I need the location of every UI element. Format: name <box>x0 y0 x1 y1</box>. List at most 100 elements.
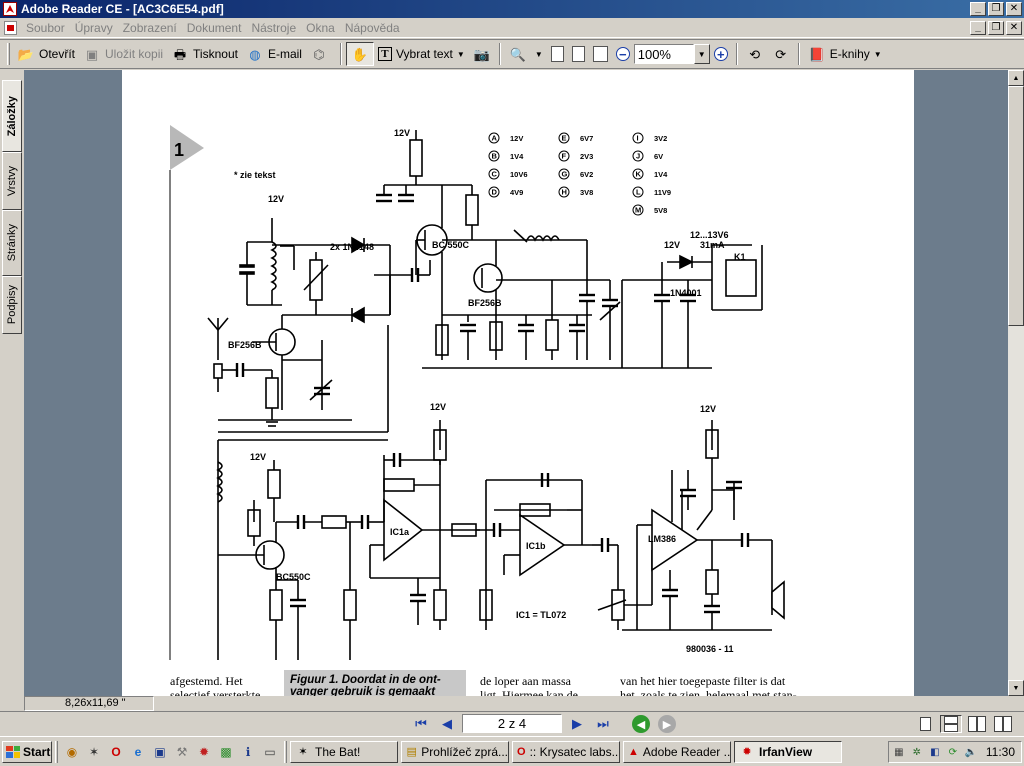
zoom-input[interactable]: 100% <box>633 44 694 64</box>
print-button[interactable]: 🖶 Tisknout <box>167 42 242 66</box>
close-button[interactable]: ✕ <box>1006 2 1022 16</box>
menu-napoveda[interactable]: Nápověda <box>344 20 400 35</box>
task-irfanview[interactable]: ✹ IrfanView <box>734 740 842 763</box>
chevron-down-icon: ▼ <box>697 49 706 59</box>
clock[interactable]: 11:30 <box>985 745 1015 759</box>
menu-soubor[interactable]: Soubor <box>26 20 65 35</box>
tab-layers[interactable]: Vrstvy <box>2 152 22 210</box>
toolbar-grip[interactable] <box>7 43 10 65</box>
tab-pages[interactable]: Stránky <box>2 210 22 276</box>
forward-arrow-icon: ▶ <box>662 718 672 731</box>
toolbar-separator <box>498 43 501 65</box>
legend-value: 6V2 <box>580 170 593 179</box>
rotate-left-button[interactable]: ⟲ <box>742 42 768 66</box>
email-button[interactable]: ◍ E-mail <box>242 42 306 66</box>
continuous-view-button[interactable] <box>940 715 962 733</box>
task-the-bat[interactable]: ✶ The Bat! <box>290 740 398 763</box>
task-opera[interactable]: O :: Krysatec labs... <box>512 740 620 763</box>
quicklaunch-burst-icon[interactable]: ✹ <box>198 744 210 759</box>
minimize-button[interactable]: _ <box>970 2 986 16</box>
last-page-button[interactable]: ⏭ <box>592 715 614 733</box>
go-back-button[interactable]: ◀ <box>632 715 650 733</box>
legend-letter: G <box>562 170 568 179</box>
first-page-icon: ⏮ <box>415 716 427 731</box>
scroll-up-button[interactable]: ▲ <box>1008 70 1024 86</box>
scroll-down-button[interactable]: ▼ <box>1008 680 1024 696</box>
doc-restore-button[interactable]: ❐ <box>988 21 1004 35</box>
open-button[interactable]: 📂 Otevřít <box>17 46 76 62</box>
continuous-facing-view-button[interactable] <box>992 715 1014 733</box>
label-ic1: IC1 = TL072 <box>516 610 566 620</box>
menu-upravy[interactable]: Úpravy <box>74 20 113 35</box>
restore-button[interactable]: ❐ <box>988 2 1004 16</box>
tray-speaker-icon[interactable]: 🔈 <box>964 746 978 758</box>
document-viewport[interactable]: * zie tekst 12V 12V BC 550C BF256B BF256… <box>24 70 1008 696</box>
tray-network-icon[interactable]: ▦ <box>894 746 904 758</box>
ebooks-button[interactable]: 📕 E-knihy ▼ <box>808 46 882 62</box>
task-message-viewer[interactable]: ▤ Prohlížeč zprá... <box>401 740 509 763</box>
doc-close-button[interactable]: ✕ <box>1006 21 1022 35</box>
tray-sync-icon[interactable]: ⟳ <box>948 746 958 758</box>
tray-app-icon[interactable]: ◧ <box>930 746 940 758</box>
quicklaunch-ie-icon[interactable]: e <box>134 744 142 759</box>
search-binoculars-button[interactable]: ⌬ <box>306 42 336 66</box>
chevron-down-icon[interactable]: ▼ <box>873 49 882 59</box>
menu-zobrazeni[interactable]: Zobrazení <box>122 20 177 35</box>
legend-letter: D <box>492 188 498 197</box>
page-navigation-bar: ⏮ ◀ 2 z 4 ▶ ⏭ ◀ ▶ <box>0 712 1024 736</box>
menu-dokument[interactable]: Dokument <box>186 20 242 35</box>
arrow-up-icon: ▲ <box>1012 74 1020 82</box>
quicklaunch-floppy-icon[interactable]: ▣ <box>154 744 166 759</box>
menu-okna[interactable]: Okna <box>306 20 335 35</box>
go-forward-button[interactable]: ▶ <box>658 715 676 733</box>
pdf-page[interactable]: * zie tekst 12V 12V BC 550C BF256B BF256… <box>122 70 914 696</box>
chevron-down-icon[interactable]: ▼ <box>456 49 465 59</box>
hand-tool-button[interactable]: ✋ <box>345 42 374 66</box>
doc-minimize-button[interactable]: _ <box>970 21 986 35</box>
previous-page-button[interactable]: ◀ <box>436 715 458 733</box>
fit-page-button[interactable] <box>568 42 589 66</box>
facing-view-button[interactable] <box>966 715 988 733</box>
actual-size-button[interactable] <box>547 42 568 66</box>
opera-icon: O <box>517 745 526 758</box>
chevron-down-icon[interactable]: ▼ <box>534 49 543 59</box>
start-button[interactable]: Start <box>2 740 52 763</box>
single-page-view-button[interactable] <box>914 715 936 733</box>
page-number-input[interactable]: 2 z 4 <box>462 714 562 733</box>
scroll-thumb[interactable] <box>1008 86 1024 326</box>
zoom-dropdown-button[interactable]: ▼ <box>693 44 710 64</box>
folder-open-icon: 📂 <box>17 46 35 62</box>
zoom-in-button[interactable]: + <box>710 42 732 66</box>
zoom-tool-button[interactable]: 🔍 ▼ <box>505 42 547 66</box>
quicklaunch-glasses-icon[interactable]: ◉ <box>66 744 78 759</box>
task-adobe-reader[interactable]: ▲ Adobe Reader ... <box>623 740 731 763</box>
menu-bar: Soubor Úpravy Zobrazení Dokument Nástroj… <box>0 18 1024 38</box>
rotate-right-button[interactable]: ⟳ <box>768 42 794 66</box>
quicklaunch-tool-icon[interactable]: ⚒ <box>176 744 188 759</box>
snapshot-button[interactable]: 📷 <box>469 42 495 66</box>
plus-circle-icon: + <box>713 47 728 61</box>
acrobat-app-icon[interactable] <box>3 2 17 16</box>
menu-nastroje[interactable]: Nástroje <box>251 20 297 35</box>
title-bar: Adobe Reader CE - [AC3C6E54.pdf] _ ❐ ✕ <box>0 0 1024 18</box>
select-text-button[interactable]: T Vybrat text ▼ <box>374 42 469 66</box>
label-12v-6: 12V <box>700 404 716 414</box>
quicklaunch-opera-icon[interactable]: O <box>111 744 121 759</box>
quicklaunch-info-icon[interactable]: ℹ <box>245 744 251 759</box>
tray-bug-icon[interactable]: ✲ <box>912 746 922 758</box>
next-page-button[interactable]: ▶ <box>566 715 588 733</box>
save-copy-button[interactable]: ▣ Uložit kopii <box>79 42 167 66</box>
tab-signatures[interactable]: Podpisy <box>2 276 22 334</box>
vertical-scrollbar[interactable]: ▲ ▼ <box>1008 70 1024 696</box>
first-page-button[interactable]: ⏮ <box>410 715 432 733</box>
fit-width-button[interactable] <box>589 42 612 66</box>
legend-letter: B <box>492 152 498 161</box>
zoom-out-button[interactable]: − <box>612 42 634 66</box>
quicklaunch-bat-icon[interactable]: ✶ <box>88 744 100 759</box>
quicklaunch-window-icon[interactable]: ▭ <box>264 744 276 759</box>
tab-bookmarks[interactable]: Záložky <box>2 80 22 152</box>
label-12v-2: 12V <box>394 128 410 138</box>
document-icon[interactable] <box>4 20 17 35</box>
quicklaunch-grip <box>55 740 58 763</box>
quicklaunch-app-icon[interactable]: ▩ <box>220 744 232 759</box>
